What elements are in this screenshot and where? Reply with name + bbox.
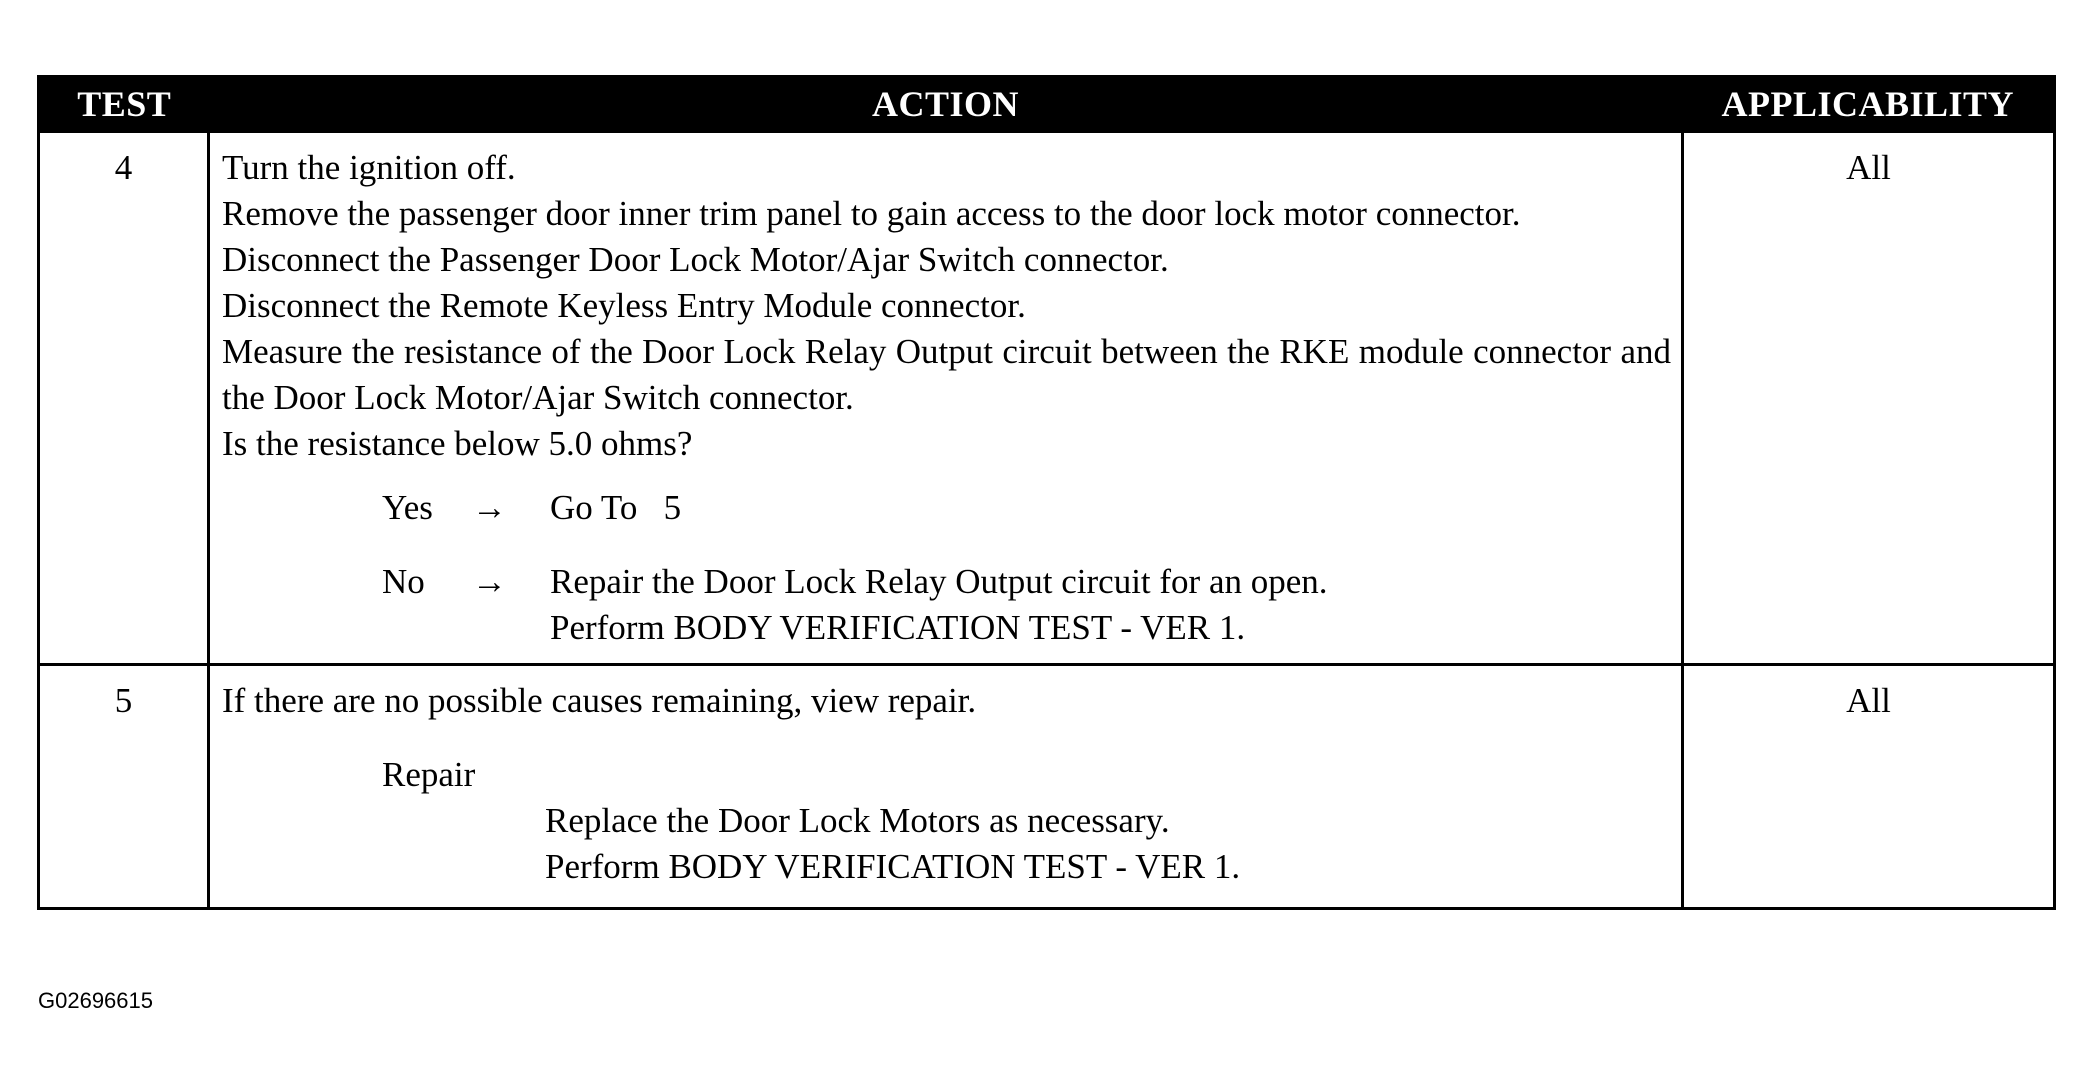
action-question: Is the resistance below 5.0 ohms? <box>222 424 693 463</box>
applicability-value: All <box>1681 130 2056 666</box>
header-test: TEST <box>38 76 209 132</box>
table-header-row: TEST ACTION APPLICABILITY <box>38 76 2055 132</box>
action-step: Disconnect the Remote Keyless Entry Modu… <box>222 286 1026 325</box>
figure-id: G02696615 <box>38 988 153 1013</box>
choice-no-label: No <box>382 562 425 601</box>
action-step: Measure the resistance of the Door Lock … <box>222 332 1671 417</box>
action-cell: Turn the ignition off. Remove the passen… <box>207 130 1684 666</box>
choice-yes: Yes → Go To 5 <box>382 485 1671 531</box>
action-step: Remove the passenger door inner trim pan… <box>222 194 1521 233</box>
choice-yes-label: Yes <box>382 488 433 527</box>
choice-no: No → Repair the Door Lock Relay Output c… <box>382 559 1671 651</box>
test-number: 5 <box>37 663 210 910</box>
answer-choices: Yes → Go To 5 No → Repair the Door Lock … <box>382 485 1671 651</box>
header-applicability: APPLICABILITY <box>1682 76 2055 132</box>
repair-instructions: Replace the Door Lock Motors as necessar… <box>545 798 1671 890</box>
choice-no-text: Repair the Door Lock Relay Output circui… <box>550 559 1671 651</box>
choice-yes-text: Go To 5 <box>550 488 682 527</box>
header-action: ACTION <box>208 76 1683 132</box>
arrow-right-icon: → <box>472 562 507 601</box>
action-cell: If there are no possible causes remainin… <box>207 663 1684 910</box>
diagnostic-test-table: TEST ACTION APPLICABILITY 4 Turn the ign… <box>37 75 2056 910</box>
table-row: 4 Turn the ignition off. Remove the pass… <box>37 130 2056 666</box>
choice-no-line: Repair the Door Lock Relay Output circui… <box>550 562 1328 601</box>
table-row: 5 If there are no possible causes remain… <box>37 663 2056 910</box>
choice-no-line: Perform BODY VERIFICATION TEST - VER 1. <box>550 608 1246 647</box>
repair-line: Perform BODY VERIFICATION TEST - VER 1. <box>545 847 1241 886</box>
repair-block: Repair Replace the Door Lock Motors as n… <box>382 752 1671 890</box>
action-step: Disconnect the Passenger Door Lock Motor… <box>222 240 1169 279</box>
applicability-value: All <box>1681 663 2056 910</box>
action-step: Turn the ignition off. <box>222 148 516 187</box>
test-number: 4 <box>37 130 210 666</box>
action-step: If there are no possible causes remainin… <box>222 681 977 720</box>
arrow-right-icon: → <box>472 488 507 527</box>
repair-line: Replace the Door Lock Motors as necessar… <box>545 801 1170 840</box>
repair-label: Repair <box>382 755 476 794</box>
